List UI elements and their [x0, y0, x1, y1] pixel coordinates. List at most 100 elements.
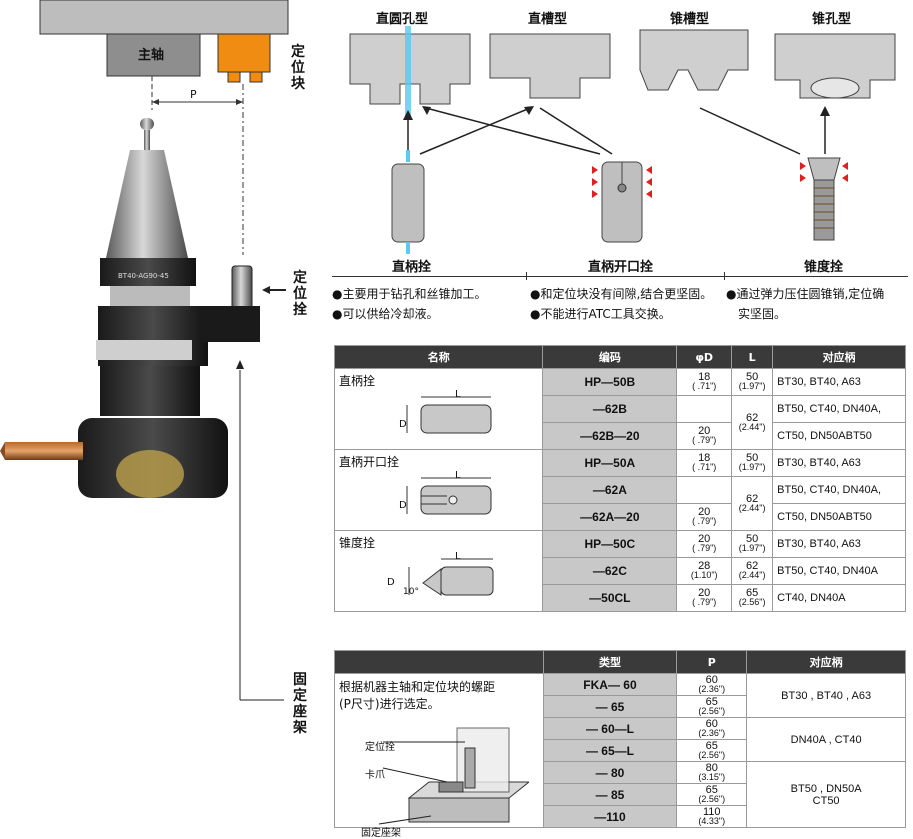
p-cell: 80(3.15") [676, 761, 748, 784]
fixed-bracket-label: 固定座架 [293, 672, 307, 736]
d-inch: (1.10") [690, 570, 718, 580]
table-row: — 65—L 65(2.56") [335, 739, 906, 762]
pin-divider-line [332, 276, 908, 277]
pin-divider-tick-1 [526, 272, 527, 280]
d-value: 18 [698, 452, 711, 464]
p-inch: (4.33") [698, 815, 726, 826]
code-cell: —50CL [542, 584, 678, 612]
p-cell: 65(2.56") [676, 739, 748, 762]
l-value: 65 [746, 587, 759, 599]
holder-cell: BT50, CT40, DN40A, [772, 395, 906, 423]
holder-cell: BT30, BT40, A63 [772, 530, 906, 558]
p-value: 65 [705, 783, 718, 796]
code-cell: —62C [542, 557, 678, 585]
p-value: 110 [703, 805, 721, 818]
p-inch: (3.15") [698, 771, 726, 782]
d-cell: 20( .79") [676, 584, 733, 612]
holder-cell: CT50, DN50ABT50 [772, 422, 906, 450]
holder-line: CT50 [812, 794, 840, 807]
p-cell: 65(2.56") [676, 783, 748, 806]
l-cell: 50(1.97") [731, 368, 774, 396]
l-inch: (2.44") [738, 421, 766, 432]
desc-cell: 根据机器主轴和定位块的螺距 (P尺寸)进行选定。 定位拴 卡爪 固定座架 [334, 673, 544, 839]
spindle-tool-illustration [0, 0, 289, 701]
l-inch: (1.97") [738, 462, 766, 472]
holder-cell: BT30, BT40, A63 [772, 368, 906, 396]
l-inch: (1.97") [738, 381, 766, 391]
d-inch: ( .71") [692, 381, 717, 391]
bracket-spec-table: 类型 P 对应柄 根据机器主轴和定位块的螺距 (P尺寸)进行选定。 定位拴 卡爪… [334, 650, 906, 839]
dim-d: D [399, 500, 407, 511]
col-header-l: L [731, 345, 774, 369]
d-cell: 18( .71") [676, 368, 733, 396]
pin-divider-tick-2 [724, 272, 725, 280]
straight-slot-block [489, 33, 611, 99]
l-cell: 65(2.56") [731, 584, 774, 612]
col-header-p: P [676, 650, 748, 674]
taper-pin-drawing [408, 558, 494, 596]
shape-label-taper-slot: 锥槽型 [670, 12, 710, 27]
d-cell [676, 395, 733, 423]
locating-block-label: 定位块 [291, 44, 305, 92]
holder-cell: BT50, CT40, DN40A, [772, 476, 906, 504]
d-cell: 20( .79") [676, 422, 733, 450]
dim-l: L [455, 551, 461, 562]
col-header-d: φD [676, 345, 733, 369]
p-value: 60 [705, 717, 718, 730]
holder-cell: BT50 , DN50A CT50 [746, 761, 906, 828]
dim-angle: 10° [403, 587, 419, 597]
straight-pin-drawing [406, 396, 492, 434]
code-cell: — 65—L [542, 739, 678, 762]
d-value: 20 [698, 425, 711, 437]
code-cell: —62A—20 [542, 503, 678, 531]
holder-cell: CT50, DN50ABT50 [772, 503, 906, 531]
holder-line: BT50 , DN50A [790, 782, 862, 795]
d-cell: 28(1.10") [676, 557, 733, 585]
locating-pin-label: 定位拴 [293, 270, 307, 318]
fig-label-pin: 定位拴 [365, 742, 395, 753]
code-cell: — 85 [542, 783, 678, 806]
d-value: 20 [698, 587, 711, 599]
table-row: —62A 62(2.44") BT50, CT40, DN40A, [335, 476, 906, 531]
d-cell: 20( .79") [676, 503, 733, 531]
d-cell: 18( .71") [676, 449, 733, 477]
group-name: 锥度拴 [339, 536, 376, 550]
pin-spec-table: 名称 编码 φD L 对应柄 直柄拴 L D HP—50B 18( .71") … [333, 345, 906, 612]
col-header-code: 编码 [542, 345, 678, 369]
p-value: 65 [705, 739, 718, 752]
pin-desc-straight: ●主要用于钻孔和丝锥加工。 ●可以供给冷却液。 [332, 284, 486, 324]
group-name: 直柄拴 [339, 374, 376, 388]
table-row: — 60—L 60(2.36") DN40A , CT40 [335, 717, 906, 762]
table-row: — 80 80(3.15") BT50 , DN50A CT50 [335, 761, 906, 828]
shape-label-straight-hole: 直圆孔型 [376, 12, 429, 27]
p-inch: (2.36") [698, 727, 726, 738]
p-cell: 60(2.36") [676, 673, 748, 696]
d-cell [676, 476, 733, 504]
group-cell: 直柄开口拴 L D [333, 449, 544, 531]
p-cell: 110(4.33") [676, 805, 748, 828]
code-cell: — 65 [542, 695, 678, 718]
p-cell: 60(2.36") [676, 717, 748, 740]
p-value: 65 [705, 695, 718, 708]
taper-pin-figure [807, 157, 841, 181]
d-inch: ( .79") [692, 543, 717, 553]
d-value: 18 [698, 371, 711, 383]
pin-desc-taper: ●通过弹力压住圆锥销,定位确 实坚固。 [726, 284, 884, 324]
code-cell: —62B [542, 395, 678, 423]
holder-cell: DN40A , CT40 [746, 717, 906, 762]
d-value: 20 [698, 506, 711, 518]
p-cell: 65(2.56") [676, 695, 748, 718]
col-header-blank [334, 650, 544, 674]
holder-cell: BT30, BT40, A63 [772, 449, 906, 477]
l-value: 50 [746, 452, 759, 464]
table-row: 直柄开口拴 L D HP—50A 18( .71") 50(1.97") BT3… [333, 449, 906, 531]
table-row: 直柄拴 L D HP—50B 18( .71") 50(1.97") BT30,… [333, 368, 906, 450]
p-dimension-label: P [190, 88, 197, 101]
fig-label-bracket: 固定座架 [361, 828, 401, 839]
l-cell: 50(1.97") [731, 449, 774, 477]
table-row: 锥度拴 L D 10° HP—50C 20( .79") 50(1.97") B… [333, 530, 906, 612]
hole-shapes-diagram [349, 26, 896, 254]
l-value: 62 [746, 411, 759, 424]
p-value: 60 [705, 673, 718, 686]
l-cell: 62(2.44") [731, 476, 774, 531]
